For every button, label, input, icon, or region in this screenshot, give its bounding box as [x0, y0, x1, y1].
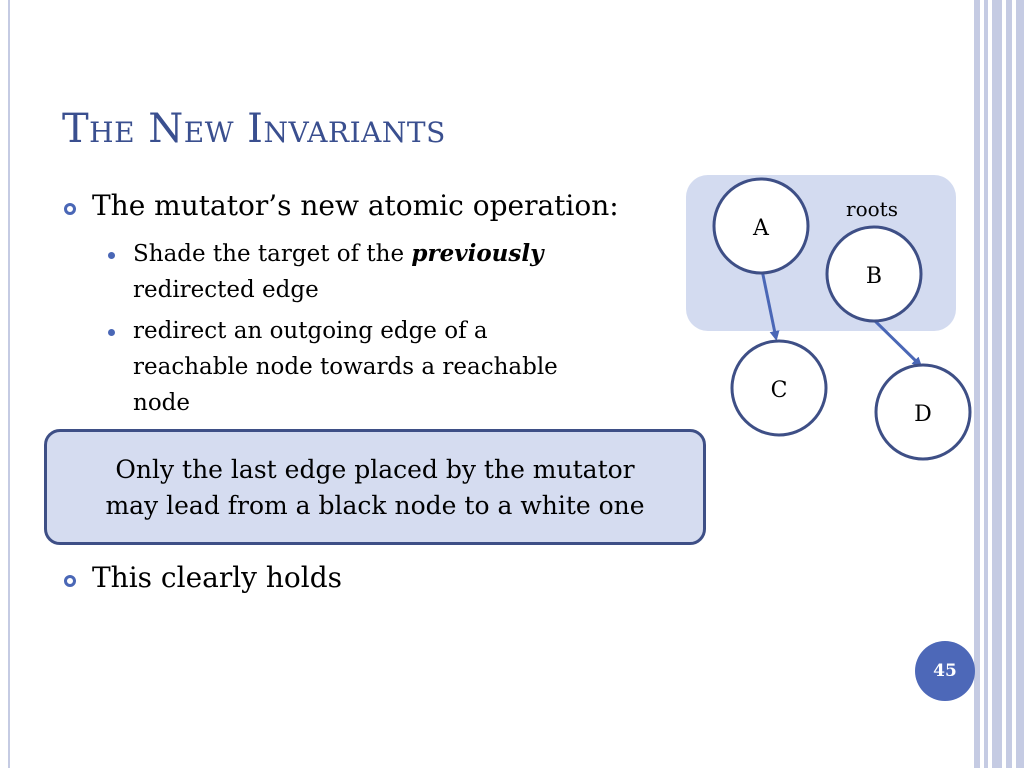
- subbullet-2-line3: node: [133, 390, 190, 416]
- bullet-marker: [64, 575, 76, 587]
- node-c-label: C: [771, 378, 788, 403]
- subbullet-2: redirect an outgoing edge of a reachable…: [133, 313, 653, 421]
- node-b-label: B: [866, 264, 882, 289]
- roots-label: roots: [846, 197, 898, 221]
- node-c: C: [730, 339, 828, 437]
- bullet-marker: [64, 203, 76, 215]
- node-b: B: [825, 225, 923, 323]
- right-decorative-stripes: [974, 0, 1024, 768]
- subbullet-2-line2: reachable node towards a reachable: [133, 354, 558, 380]
- subbullet-1-prefix: Shade the target of the: [133, 241, 412, 267]
- subbullet-marker: [108, 329, 115, 336]
- edge-b-to-d: [872, 318, 923, 368]
- subbullet-1-line2: redirected edge: [133, 277, 319, 303]
- slide-title: The New Invariants: [62, 106, 446, 152]
- callout-line-2: may lead from a black node to a white on…: [105, 491, 645, 520]
- bullet-1-text: The mutator’s new atomic operation:: [92, 189, 619, 222]
- node-d-label: D: [914, 402, 932, 427]
- node-d: D: [874, 363, 972, 461]
- left-border-rule: [8, 0, 10, 768]
- subbullet-1-emphasis: previously: [411, 240, 544, 267]
- node-a: A: [712, 177, 810, 275]
- node-a-label: A: [752, 216, 770, 241]
- invariant-callout-box: Only the last edge placed by the mutator…: [44, 429, 706, 545]
- subbullet-marker: [108, 252, 115, 259]
- reachability-diagram: roots A B C D: [686, 175, 972, 461]
- callout-line-1: Only the last edge placed by the mutator: [115, 455, 635, 484]
- bullet-2-text: This clearly holds: [92, 561, 343, 594]
- subbullet-1: Shade the target of the previously redir…: [133, 236, 653, 308]
- page-number-badge: 45: [915, 641, 975, 701]
- subbullet-2-line1: redirect an outgoing edge of a: [133, 318, 488, 344]
- edge-a-to-c: [760, 269, 780, 341]
